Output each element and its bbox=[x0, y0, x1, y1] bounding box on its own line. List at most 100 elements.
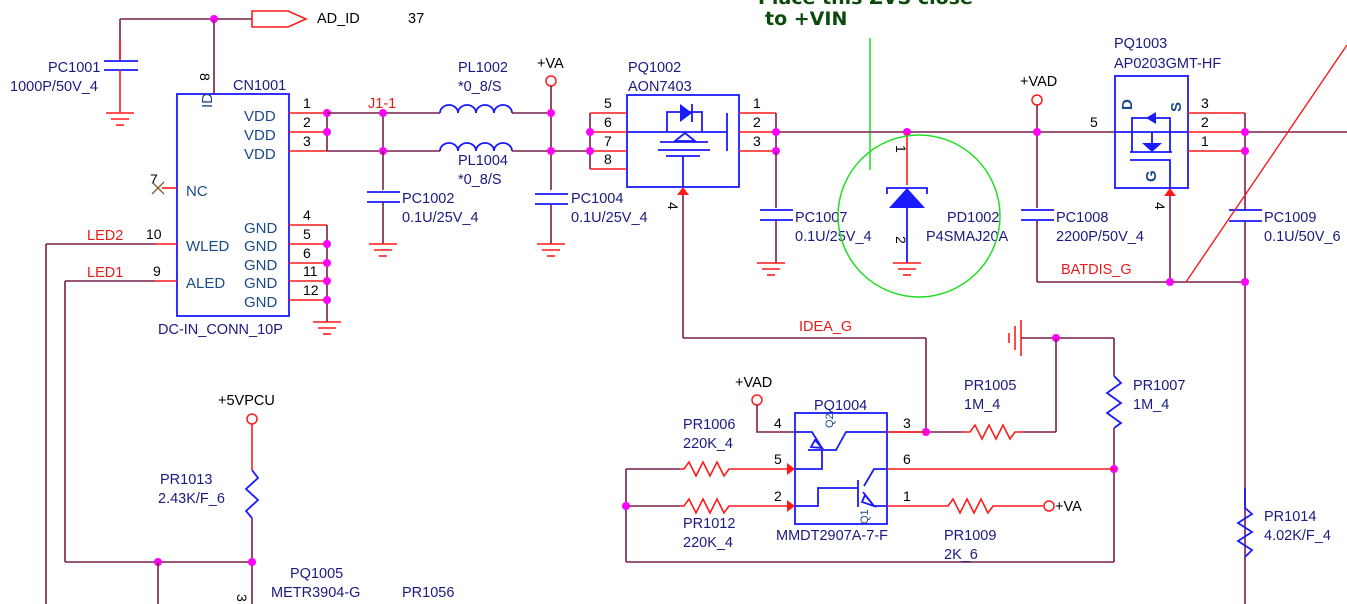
input-filter: J1-1 bbox=[327, 96, 440, 155]
svg-text:3: 3 bbox=[1201, 95, 1209, 111]
svg-text:+VAD: +VAD bbox=[1020, 74, 1057, 90]
pr1056-ref: PR1056 bbox=[402, 585, 454, 601]
placement-note: Place this ZVS close to +VIN bbox=[758, 0, 973, 170]
svg-text:GND: GND bbox=[244, 220, 278, 237]
resistor-zigzag-icon bbox=[244, 469, 260, 519]
net-led2: LED2 bbox=[87, 228, 123, 244]
mosfet-symbol-icon bbox=[627, 104, 728, 187]
svg-text:10: 10 bbox=[146, 226, 162, 242]
capacitor-pc1002[interactable]: PC1002 0.1U/25V_4 bbox=[367, 151, 479, 257]
transistor-q2-icon: Q2 bbox=[795, 413, 887, 470]
note-line-1: Place this ZVS close bbox=[758, 0, 973, 9]
resistor-pr1007[interactable]: PR1007 1M_4 bbox=[1105, 338, 1185, 562]
svg-text:VDD: VDD bbox=[244, 108, 276, 125]
svg-text:WLED: WLED bbox=[186, 238, 230, 255]
resistor-zigzag-icon bbox=[680, 497, 787, 515]
svg-text:0.1U/50V_6: 0.1U/50V_6 bbox=[1264, 229, 1341, 245]
connector-ref: CN1001 bbox=[233, 78, 286, 94]
offpage-arrow-icon bbox=[251, 10, 308, 28]
svg-text:METR3904-G: METR3904-G bbox=[271, 585, 360, 601]
power-va: +VA bbox=[537, 56, 564, 190]
svg-text:9: 9 bbox=[153, 263, 161, 279]
svg-text:+VA: +VA bbox=[537, 56, 564, 72]
resistor-pr1009[interactable]: +VA PR1009 2K_6 bbox=[940, 497, 1082, 563]
power-5vpcu: +5VPCU bbox=[218, 393, 275, 425]
svg-text:8: 8 bbox=[604, 151, 612, 167]
svg-text:PL1004: PL1004 bbox=[458, 153, 508, 169]
svg-text:7: 7 bbox=[604, 133, 612, 149]
resistor-pr1013[interactable]: PR1013 2.43K/F_6 bbox=[158, 424, 260, 604]
svg-text:0.1U/25V_4: 0.1U/25V_4 bbox=[571, 210, 648, 226]
svg-text:PR1014: PR1014 bbox=[1264, 509, 1316, 525]
svg-text:4.02K/F_4: 4.02K/F_4 bbox=[1264, 528, 1331, 544]
transistor-q1-icon: Q1 bbox=[795, 468, 887, 524]
svg-text:PD1002: PD1002 bbox=[947, 210, 999, 226]
svg-text:Q1: Q1 bbox=[859, 509, 871, 524]
capacitor-pc1004[interactable]: PC1004 0.1U/25V_4 bbox=[535, 191, 648, 257]
svg-text:5: 5 bbox=[1090, 114, 1098, 130]
svg-text:PC1004: PC1004 bbox=[571, 191, 623, 207]
svg-text:5: 5 bbox=[774, 451, 782, 467]
svg-text:D: D bbox=[1119, 99, 1136, 110]
svg-text:S: S bbox=[1168, 102, 1185, 112]
offpage-page-number: 37 bbox=[408, 11, 424, 27]
net-j1-1: J1-1 bbox=[368, 96, 396, 112]
connector-cn1001[interactable]: CN1001 DC-IN_CONN_10P 8 ID VDD VDD VDD 1… bbox=[146, 19, 342, 338]
pc1001-ref: PC1001 bbox=[48, 60, 100, 76]
connector-name: DC-IN_CONN_10P bbox=[158, 322, 283, 338]
svg-text:*0_8/S: *0_8/S bbox=[458, 79, 502, 95]
capacitor-pc1008[interactable]: PC1008 2200P/50V_4 BATDIS_G bbox=[1021, 209, 1245, 283]
led-nets: LED2 LED1 bbox=[45, 228, 252, 604]
capacitor-pc1009[interactable]: PC1009 0.1U/50V_6 bbox=[1229, 209, 1341, 245]
highlight-circle bbox=[837, 134, 1001, 298]
capacitor-pc1007[interactable]: PC1007 0.1U/25V_4 bbox=[756, 151, 872, 276]
svg-text:8: 8 bbox=[197, 73, 213, 81]
resistor-zigzag-icon bbox=[962, 423, 1023, 441]
svg-text:P4SMAJ20A: P4SMAJ20A bbox=[926, 229, 1009, 245]
svg-text:1M_4: 1M_4 bbox=[1133, 397, 1169, 413]
svg-text:2200P/50V_4: 2200P/50V_4 bbox=[1056, 229, 1144, 245]
svg-text:PR1013: PR1013 bbox=[160, 472, 212, 488]
svg-text:11: 11 bbox=[303, 263, 318, 279]
resistor-zigzag-icon bbox=[1105, 375, 1123, 429]
svg-text:PQ1005: PQ1005 bbox=[290, 566, 343, 582]
svg-text:0.1U/25V_4: 0.1U/25V_4 bbox=[795, 229, 872, 245]
inductor-pl1004[interactable]: PL1004 *0_8/S bbox=[439, 142, 590, 188]
svg-text:PR1012: PR1012 bbox=[683, 516, 735, 532]
svg-text:4: 4 bbox=[303, 207, 311, 223]
svg-text:220K_4: 220K_4 bbox=[683, 436, 733, 452]
svg-text:AP0203GMT-HF: AP0203GMT-HF bbox=[1114, 56, 1221, 72]
svg-text:PQ1002: PQ1002 bbox=[628, 60, 681, 76]
ad-id-offpage-connector[interactable]: AD_ID 37 bbox=[120, 10, 424, 28]
svg-text:PR1006: PR1006 bbox=[683, 417, 735, 433]
resistor-pr1012[interactable]: PR1012 220K_4 bbox=[626, 497, 787, 551]
capacitor-pc1001[interactable]: PC1001 1000P/50V_4 bbox=[10, 19, 138, 126]
inductor-pl1002[interactable]: PL1002 *0_8/S bbox=[439, 60, 550, 114]
resistor-pr1005[interactable]: PR1005 1M_4 bbox=[888, 338, 1057, 441]
svg-text:7: 7 bbox=[150, 171, 158, 187]
svg-text:G: G bbox=[1143, 170, 1160, 182]
resistor-zigzag-icon bbox=[680, 460, 787, 478]
mosfet-pq1002[interactable]: PQ1002 AON7403 5 6 7 8 1 2 3 bbox=[586, 60, 777, 210]
svg-text:4: 4 bbox=[1152, 202, 1168, 210]
inductor-coil-icon bbox=[439, 104, 513, 114]
svg-text:1M_4: 1M_4 bbox=[964, 397, 1000, 413]
mosfet-pq1003[interactable]: PQ1003 AP0203GMT-HF 5 D S G 3 2 1 4 bbox=[1090, 36, 1245, 282]
svg-text:2.43K/F_6: 2.43K/F_6 bbox=[158, 491, 225, 507]
tvs-diode-pd1002[interactable]: 1 2 PD1002 P4SMAJ20A bbox=[837, 128, 1009, 298]
resistor-pr1006[interactable]: PR1006 220K_4 bbox=[626, 417, 787, 478]
svg-text:PC1007: PC1007 bbox=[795, 210, 847, 226]
pc1001-value: 1000P/50V_4 bbox=[10, 79, 98, 95]
resistor-pr1014[interactable]: PR1014 4.02K/F_4 bbox=[1236, 488, 1331, 558]
svg-text:PQ1004: PQ1004 bbox=[814, 398, 867, 414]
dual-transistor-pq1004[interactable]: PQ1004 MMDT2907A-7-F +VAD 4 5 2 3 6 1 Q2… bbox=[735, 375, 1114, 544]
svg-text:GND: GND bbox=[244, 275, 278, 292]
svg-text:PQ1003: PQ1003 bbox=[1114, 36, 1167, 52]
svg-text:PC1009: PC1009 bbox=[1264, 210, 1316, 226]
svg-text:PR1005: PR1005 bbox=[964, 378, 1016, 394]
svg-text:3: 3 bbox=[753, 133, 761, 149]
svg-text:PR1007: PR1007 bbox=[1133, 378, 1185, 394]
transistor-pq1005[interactable]: PQ1005 METR3904-G 3 PR1056 bbox=[234, 566, 454, 602]
svg-text:*0_8/S: *0_8/S bbox=[458, 172, 502, 188]
connector-body bbox=[176, 93, 290, 317]
